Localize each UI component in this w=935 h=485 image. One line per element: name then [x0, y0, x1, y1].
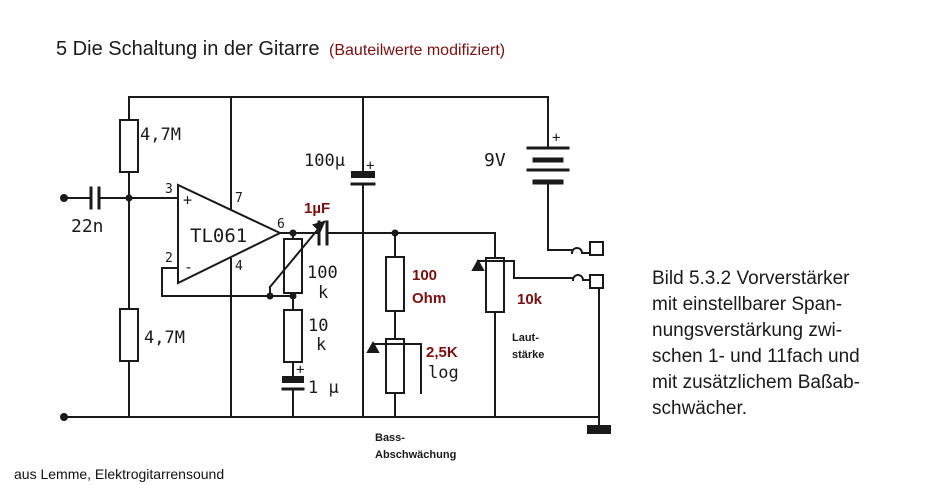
caption-line: schwächer. — [652, 398, 748, 419]
label-pin3: 3 — [165, 182, 173, 197]
label-r-bass: 100 — [412, 267, 437, 284]
label-pin6: 6 — [277, 217, 285, 232]
volume-pot-wiper — [477, 260, 574, 279]
title-main: 5 Die Schaltung in der Gitarre — [56, 38, 320, 60]
caption-line: mit einstellbarer Span- — [652, 294, 843, 315]
label-pin-minus: - — [184, 258, 193, 276]
jack-terminal-top — [589, 241, 604, 256]
label-vol-name-1: Laut- — [512, 332, 539, 344]
label-c-supply: 100µ — [304, 151, 345, 171]
bass-pot-wiper — [372, 343, 422, 394]
label-pin4: 4 — [235, 259, 243, 274]
label-pin-plus: + — [183, 191, 192, 209]
label-r-gain-val: 10 — [308, 316, 328, 336]
switch-contact-top — [570, 247, 584, 255]
caption-line: nungsverstärkung zwi- — [652, 320, 843, 341]
resistor-bottom — [119, 308, 139, 362]
label-r-top: 4,7M — [140, 125, 181, 145]
label-pot-bass-taper: log — [428, 363, 459, 383]
label-pot-gain-unit: k — [318, 283, 328, 303]
caption-line: Bild 5.3.2 Vorverstärker — [652, 268, 850, 289]
label-bass-name-2: Abschwächung — [375, 449, 456, 461]
label-battery: 9V — [484, 150, 506, 171]
label-c-gain-plus: + — [296, 362, 304, 378]
label-bass-name-1: Bass- — [375, 432, 405, 444]
input-capacitor — [89, 186, 101, 210]
label-opamp: TL061 — [190, 225, 247, 247]
label-c-in: 22n — [71, 216, 104, 237]
ground-symbol — [587, 425, 611, 434]
label-r-bass-unit: Ohm — [412, 290, 446, 307]
bass-resistor — [385, 256, 405, 312]
bass-pot — [385, 338, 405, 394]
label-c-supply-plus: + — [366, 158, 374, 174]
label-c-out: 1µF — [304, 200, 330, 217]
ground-terminal — [60, 413, 68, 421]
battery — [526, 146, 570, 185]
label-c-gain-val: 1 µ — [308, 378, 339, 398]
label-pot-gain-val: 100 — [307, 263, 338, 283]
gain-pot-arrow — [268, 220, 326, 289]
top-rail — [128, 96, 549, 134]
label-battery-plus: + — [552, 130, 560, 146]
gain-capacitor — [281, 376, 305, 391]
label-pot-bass-val: 2,5K — [426, 344, 458, 361]
label-pot-vol-val: 10k — [517, 291, 543, 308]
volume-pot — [485, 257, 505, 313]
label-vol-name-2: stärke — [512, 349, 544, 361]
switch-contact-bottom — [571, 274, 585, 282]
label-r-gain-unit: k — [316, 335, 326, 355]
label-r-bottom: 4,7M — [144, 328, 185, 348]
jack-terminal-bottom — [589, 274, 604, 289]
label-pin2: 2 — [165, 251, 173, 266]
figure-caption: Bild 5.3.2 Vorverstärker mit einstellbare… — [652, 266, 860, 422]
caption-line: schen 1- und 11fach und — [652, 346, 860, 367]
title-note: (Bauteilwerte modifiziert) — [329, 42, 506, 59]
feedback-wire — [161, 267, 294, 297]
resistor-top — [119, 119, 139, 173]
source-note: aus Lemme, Elektrogitarrensound — [14, 466, 225, 482]
page-title: 5 Die Schaltung in der Gitarre (Bauteilw… — [56, 38, 505, 61]
label-pin7: 7 — [235, 191, 243, 206]
gain-resistor — [283, 309, 303, 363]
opamp-symbol — [177, 183, 283, 285]
caption-line: mit zusätzlichem Baßab- — [652, 372, 861, 393]
